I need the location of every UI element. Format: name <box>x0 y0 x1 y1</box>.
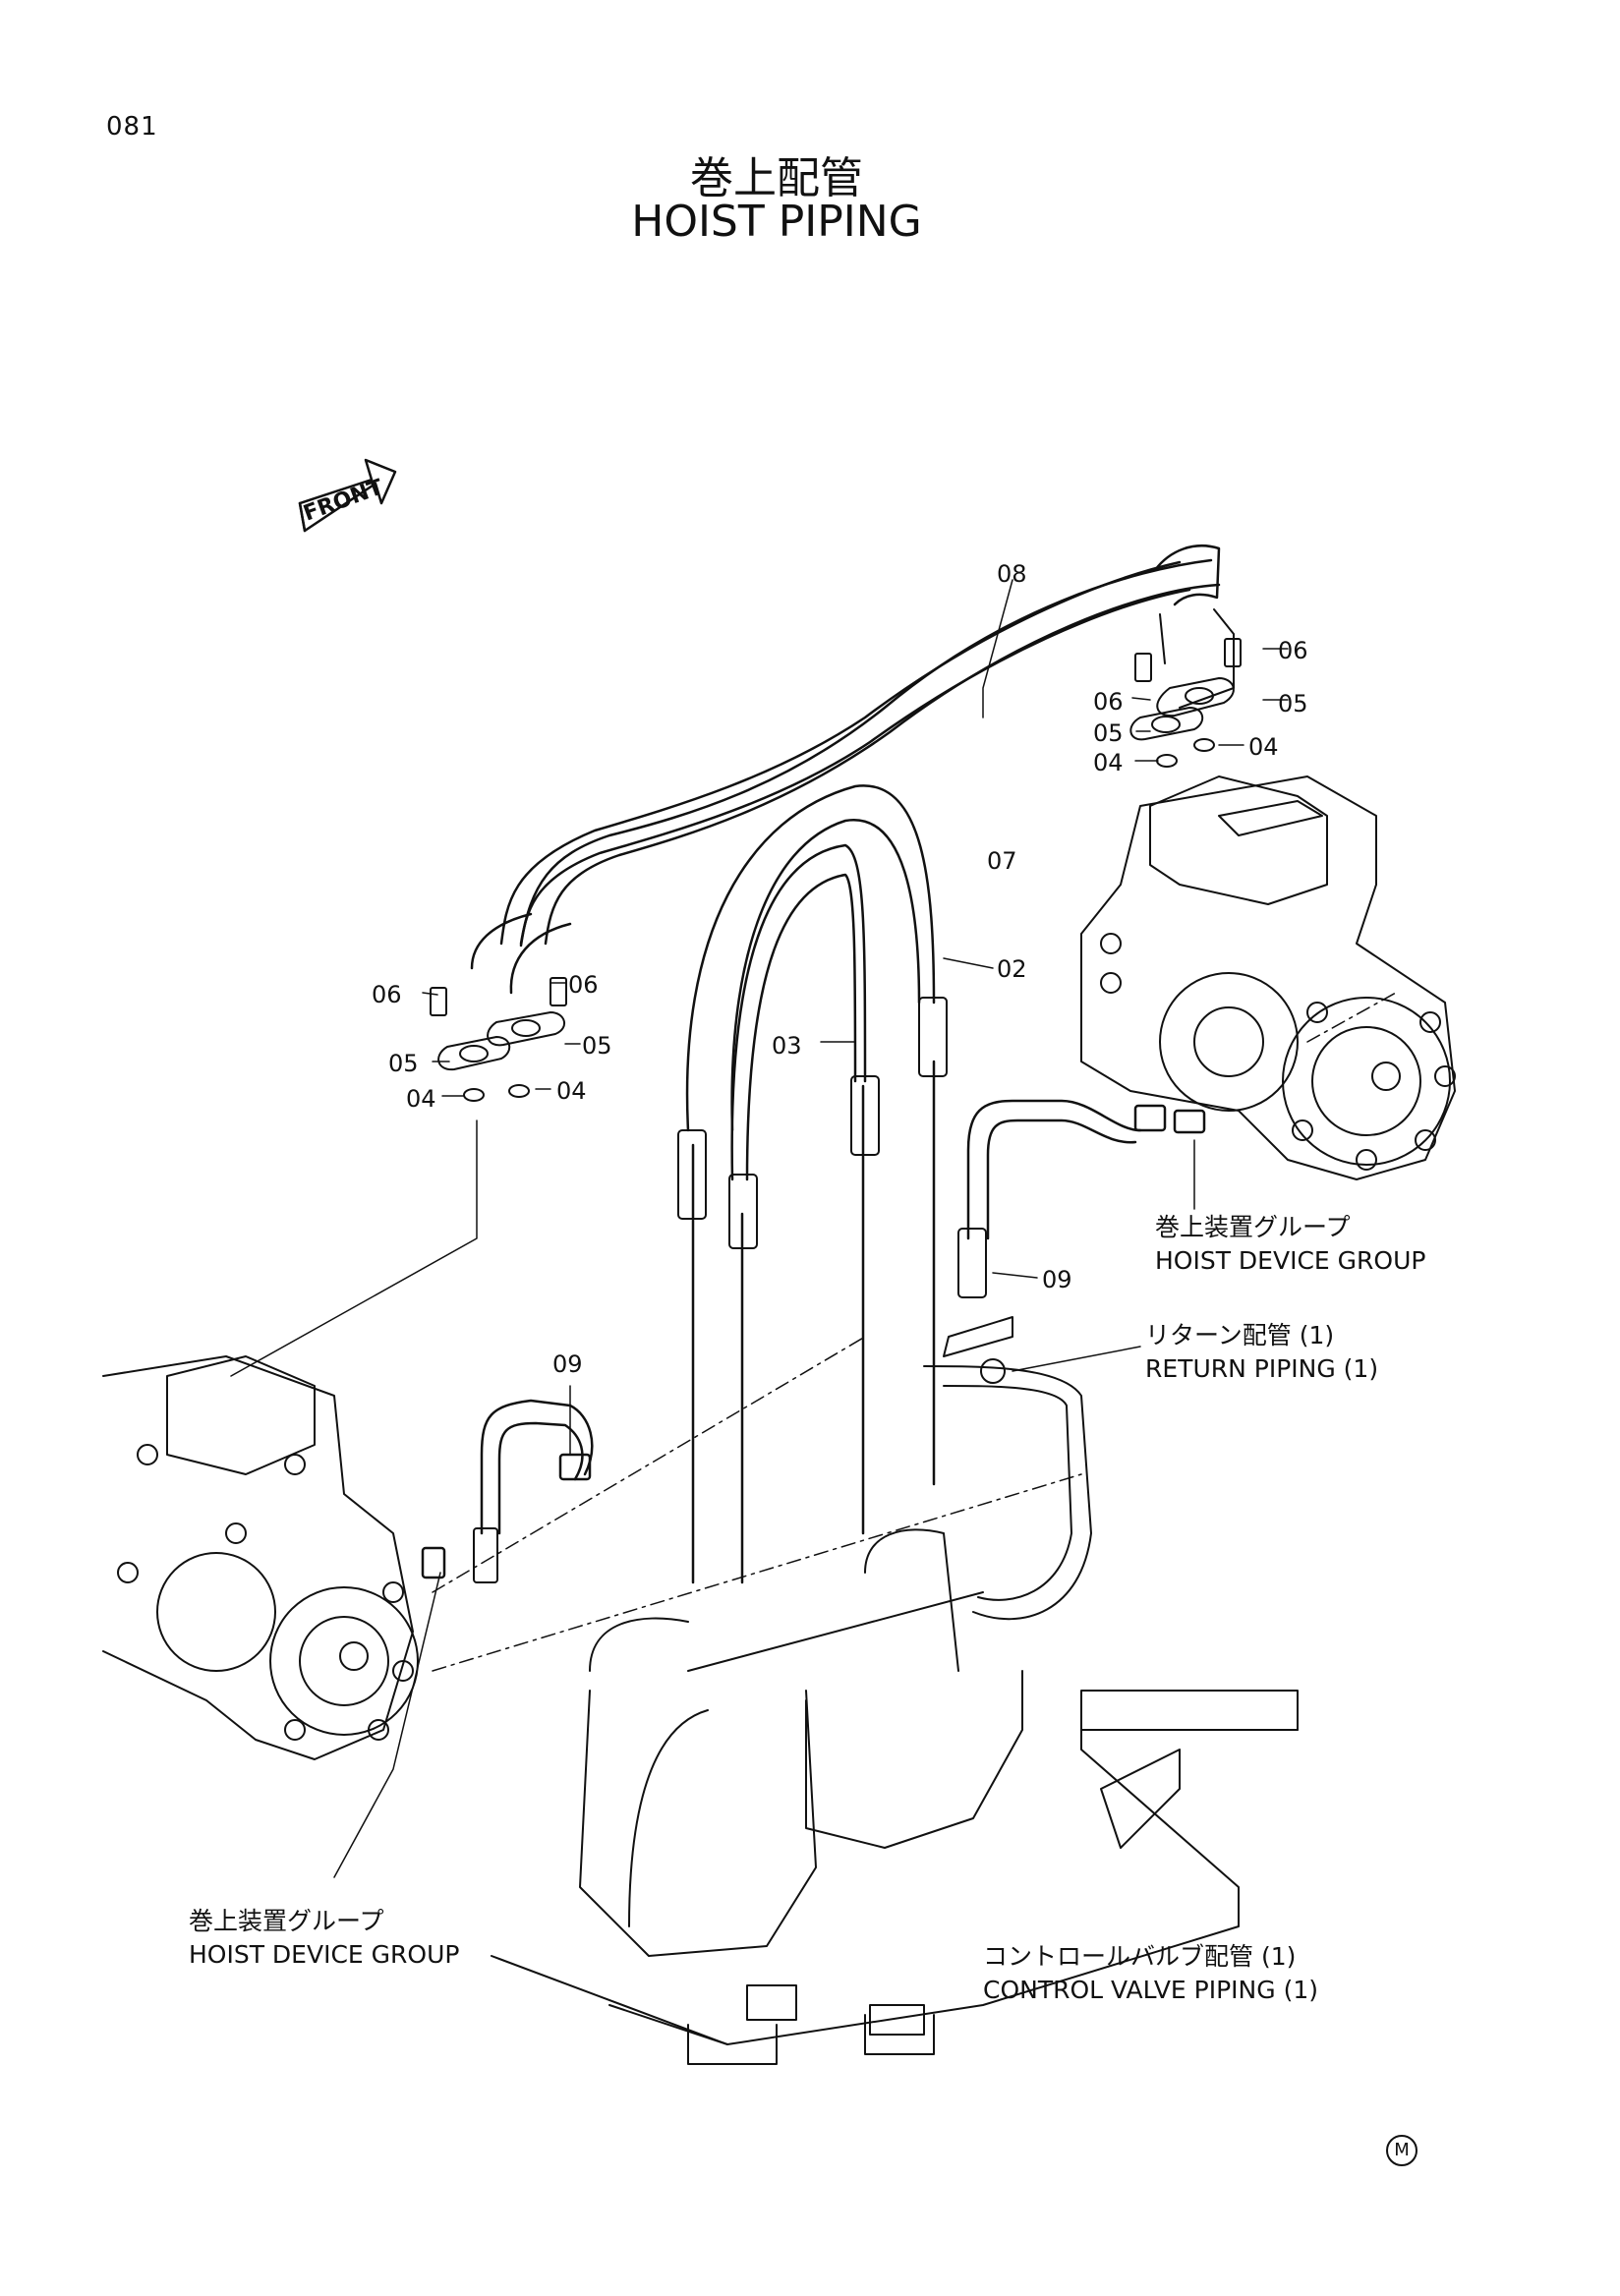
hose-09-left <box>421 1399 594 1579</box>
label-en: HOIST DEVICE GROUP <box>189 1940 460 1969</box>
label-ja: 巻上装置グループ <box>1155 1213 1351 1241</box>
control-valve-assembly <box>579 1316 1092 1957</box>
callout-04: 04 <box>1093 749 1124 776</box>
callout-07: 07 <box>987 847 1017 875</box>
hose-07-08 <box>470 544 1221 995</box>
frame-base <box>491 1690 1299 2065</box>
callout-08: 08 <box>997 560 1027 588</box>
hose-09-right <box>966 1099 1206 1240</box>
page-number: 081 <box>106 112 158 142</box>
hose-fittings <box>473 997 987 1583</box>
title-english: HOIST PIPING <box>631 197 922 247</box>
callout-05: 05 <box>1278 690 1308 718</box>
callout-04: 04 <box>406 1085 436 1113</box>
control-valve-piping-label: コントロールバルブ配管 (1) CONTROL VALVE PIPING (1) <box>983 1940 1318 2007</box>
label-en: HOIST DEVICE GROUP <box>1155 1246 1426 1275</box>
hoist-device-right <box>1080 775 1456 1180</box>
label-ja: 巻上装置グループ <box>189 1907 384 1935</box>
label-en: CONTROL VALVE PIPING (1) <box>983 1976 1318 2004</box>
callout-09: 09 <box>552 1350 583 1378</box>
flange-parts-right <box>1129 608 1242 768</box>
flange-parts-left <box>430 977 567 1102</box>
label-ja: リターン配管 (1) <box>1145 1321 1335 1349</box>
leader-lines <box>230 579 1289 1878</box>
hoist-device-group-left-label: 巻上装置グループ HOIST DEVICE GROUP <box>189 1905 459 1972</box>
title-japanese: 巻上配管 <box>690 153 863 203</box>
return-piping-label: リターン配管 (1) RETURN PIPING (1) <box>1145 1319 1378 1386</box>
front-label: FRONT <box>301 475 387 526</box>
callout-05: 05 <box>1093 719 1124 747</box>
callout-06: 06 <box>1093 688 1124 716</box>
callout-02: 02 <box>997 955 1027 983</box>
label-en: RETURN PIPING (1) <box>1145 1354 1379 1383</box>
hoist-device-left <box>102 1355 419 1760</box>
reference-lines <box>432 992 1397 1672</box>
callout-09: 09 <box>1042 1266 1072 1293</box>
label-ja: コントロールバルブ配管 (1) <box>983 1942 1297 1971</box>
callout-04: 04 <box>556 1077 587 1105</box>
callout-05: 05 <box>582 1032 612 1060</box>
callout-06: 06 <box>568 971 599 999</box>
hoist-device-group-right-label: 巻上装置グループ HOIST DEVICE GROUP <box>1155 1211 1425 1278</box>
callout-04: 04 <box>1248 733 1279 761</box>
callout-03: 03 <box>772 1032 802 1060</box>
callout-05: 05 <box>388 1050 419 1077</box>
hose-02-03 <box>685 784 936 1584</box>
front-arrow-icon: FRONT <box>298 458 397 533</box>
callout-06: 06 <box>1278 637 1308 664</box>
callout-06: 06 <box>372 981 402 1008</box>
maker-mark: M <box>1386 2135 1418 2166</box>
